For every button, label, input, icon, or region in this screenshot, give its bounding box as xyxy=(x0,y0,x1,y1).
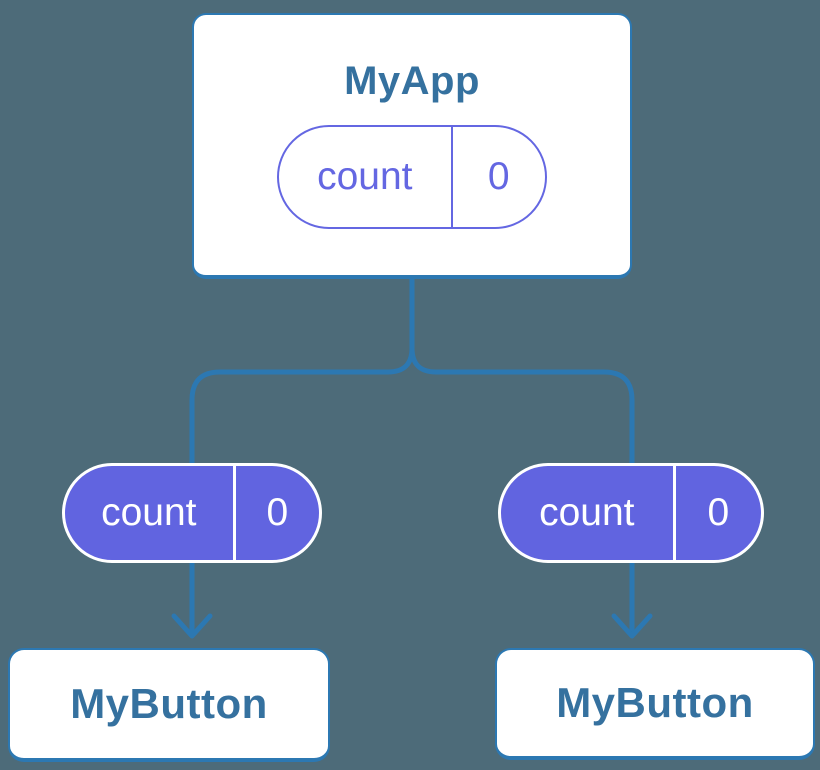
myapp-state-pill: count 0 xyxy=(277,125,547,229)
connector-right-branch xyxy=(409,276,635,636)
arrowhead-right-icon xyxy=(611,613,653,639)
left-prop-pill: count 0 xyxy=(62,463,322,563)
left-mybutton-card: MyButton xyxy=(8,648,330,762)
connector-left-branch xyxy=(189,276,415,636)
prop-name-label: count xyxy=(65,466,236,560)
prop-value-label: 0 xyxy=(707,491,730,534)
prop-value-label: 0 xyxy=(266,491,289,534)
right-mybutton-card: MyButton xyxy=(495,648,815,760)
state-value-label: 0 xyxy=(487,155,510,198)
left-mybutton-card-title: MyButton xyxy=(70,679,268,727)
state-name-label: count xyxy=(279,127,453,227)
arrowhead-left-icon xyxy=(171,613,213,639)
prop-name-label: count xyxy=(501,466,676,560)
myapp-card: MyApp count 0 xyxy=(192,13,632,279)
myapp-card-title: MyApp xyxy=(344,59,480,103)
right-mybutton-card-title: MyButton xyxy=(556,678,754,726)
right-prop-pill: count 0 xyxy=(498,463,764,563)
